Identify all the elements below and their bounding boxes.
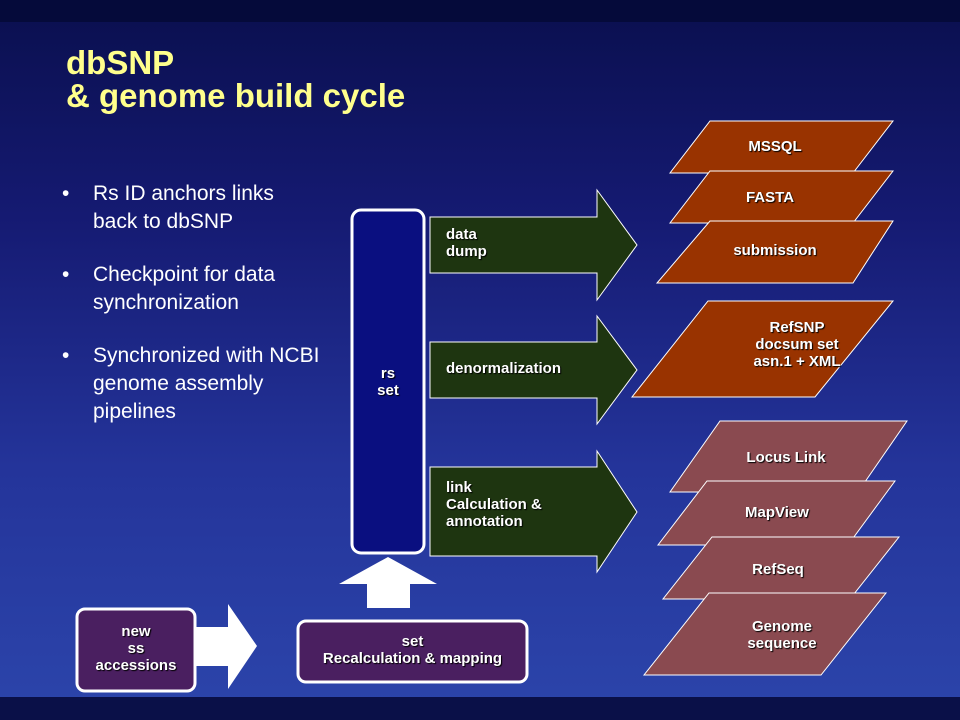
bullet-list: Rs ID anchors links back to dbSNP Checkp…: [62, 180, 322, 451]
link-arrow: [429, 449, 638, 574]
rs-set-label: rs set: [377, 365, 399, 399]
mapview-label: MapView: [745, 504, 809, 521]
set-recalculation-label: set Recalculation & mapping: [322, 633, 503, 667]
mssql-label: MSSQL: [748, 138, 802, 155]
refsnp-label: RefSNP docsum set asn.1 + XML: [753, 319, 841, 370]
bullet-item: Synchronized with NCBI genome assembly p…: [62, 342, 322, 426]
bullet-item: Checkpoint for data synchronization: [62, 261, 322, 317]
right-arrow: [196, 604, 257, 689]
data-dump-arrow: [429, 188, 638, 302]
refseq-label: RefSeq: [752, 561, 804, 578]
submission-label: submission: [733, 242, 817, 259]
up-arrow: [339, 557, 437, 608]
title-line-1: dbSNP: [66, 44, 175, 81]
genome-sequence-label: Genome sequence: [747, 618, 817, 652]
link-label: link Calculation & annotation: [446, 479, 542, 530]
bullet-item: Rs ID anchors links back to dbSNP: [62, 180, 322, 236]
top-band: [0, 0, 960, 22]
fasta-label: FASTA: [745, 189, 795, 206]
locus-link-label: Locus Link: [746, 449, 826, 466]
data-dump-label: data dump: [446, 226, 487, 260]
title-line-2: & genome build cycle: [66, 77, 406, 114]
genome-sequence-parallelogram: [642, 592, 888, 676]
refsnp-parallelogram: [630, 300, 895, 398]
denormalization-arrow: [429, 314, 638, 426]
new-ss-label: new ss accessions: [95, 623, 177, 674]
rs-set-box: [350, 208, 426, 555]
bottom-band: [0, 697, 960, 720]
new-ss-box: [75, 607, 197, 693]
slide-title: dbSNP & genome build cycle: [66, 46, 405, 112]
denormalization-label: denormalization: [446, 360, 562, 377]
set-recalculation-box: [296, 619, 529, 684]
submission-parallelogram: [655, 220, 894, 284]
